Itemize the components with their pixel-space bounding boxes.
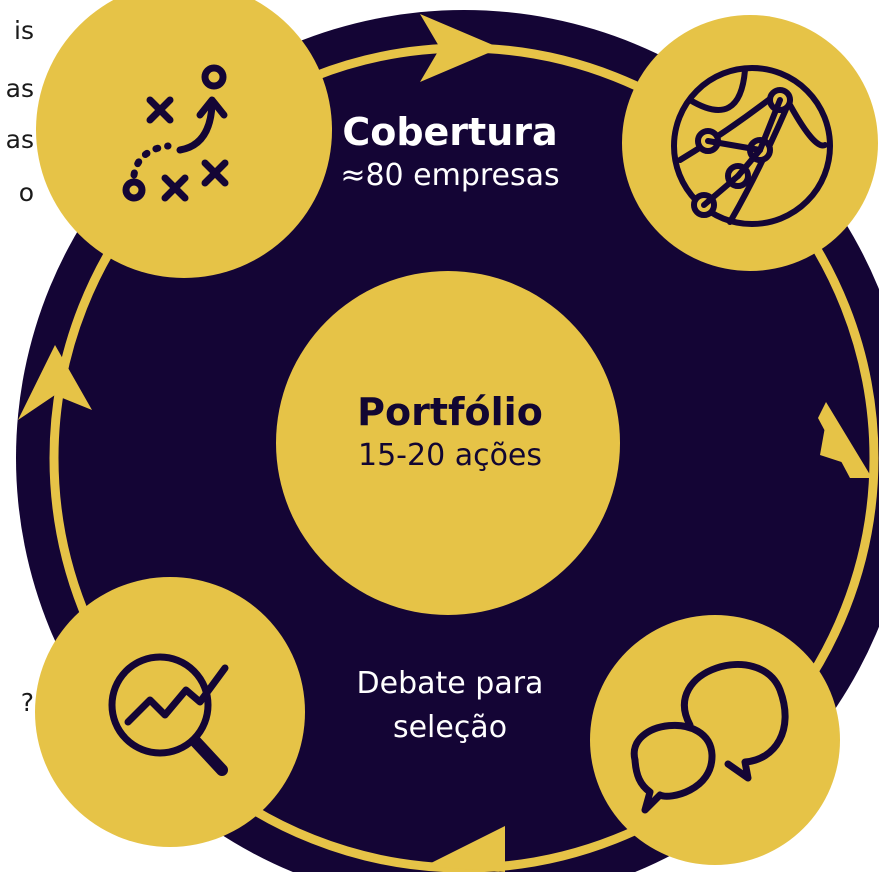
- coverage-label: Cobertura ≈80 empresas: [300, 108, 600, 196]
- globe-network-icon: [671, 65, 833, 227]
- top-left-circle: [36, 0, 332, 278]
- left-text-fragment: as: [5, 74, 34, 103]
- bottom-right-circle: [590, 615, 840, 865]
- arrow-top: [420, 14, 500, 82]
- arrow-right: [818, 402, 872, 478]
- left-text-fragment: o: [18, 178, 34, 207]
- portfolio-title: Portfólio: [357, 390, 543, 434]
- left-text-fragment: ?: [20, 688, 34, 717]
- coverage-title: Cobertura: [342, 110, 558, 154]
- arrow-left: [18, 345, 92, 420]
- arrow-bottom: [425, 826, 505, 872]
- left-text-fragment: is: [14, 16, 34, 45]
- debate-line-2: seleção: [392, 710, 508, 745]
- strategy-play-icon: [122, 64, 229, 202]
- coverage-subtitle: ≈80 empresas: [340, 158, 560, 193]
- analysis-magnifier-icon: [108, 653, 229, 776]
- chat-bubbles-icon: [630, 661, 789, 814]
- debate-label: Debate para seleção: [300, 662, 600, 750]
- debate-line-1: Debate para: [356, 666, 544, 701]
- portfolio-label: Portfólio 15-20 ações: [330, 388, 570, 476]
- left-text-fragment: as: [5, 125, 34, 154]
- center-circle: [276, 271, 620, 615]
- portfolio-subtitle: 15-20 ações: [357, 438, 543, 473]
